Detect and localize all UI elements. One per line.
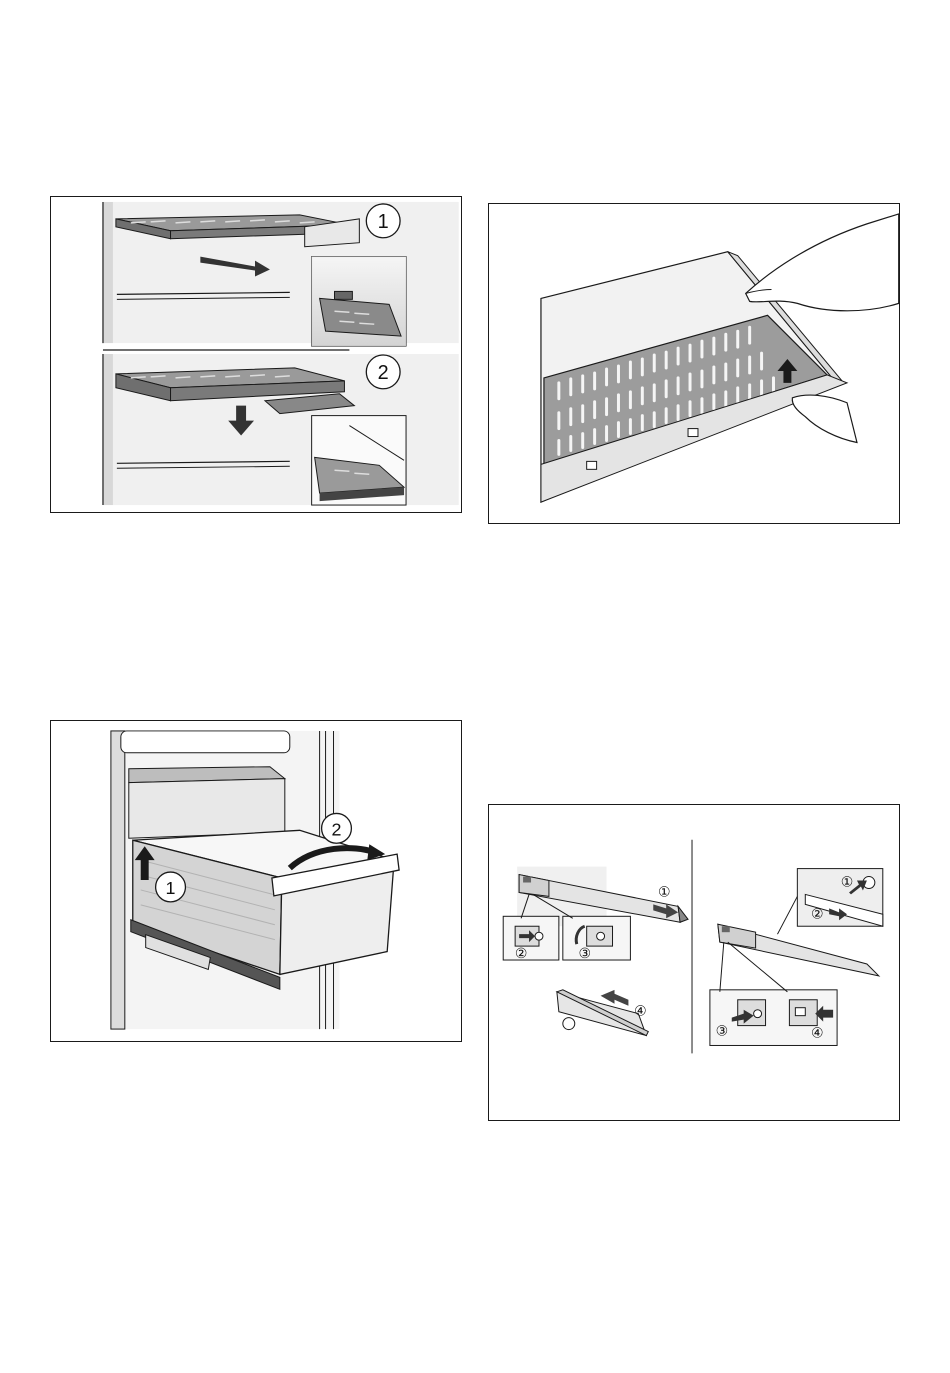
rail-left-step-3: ③ bbox=[578, 945, 590, 961]
rail-right-step-3: ③ bbox=[716, 1023, 728, 1039]
rail-left-step-1: ① bbox=[658, 883, 670, 899]
rail-left-step-2: ② bbox=[515, 945, 527, 961]
drawer-removal-figure: 1 2 bbox=[50, 720, 462, 1042]
rail-cover-illustration: ① ② ③ ④ ① ② bbox=[489, 805, 899, 1120]
drawer-step-2-label: 2 bbox=[332, 819, 342, 839]
drawer-removal-illustration: 1 2 bbox=[51, 721, 461, 1041]
rail-cover-figure: ① ② ③ ④ ① ② bbox=[488, 804, 900, 1121]
shelf-removal-illustration: 1 2 bbox=[51, 197, 461, 512]
rail-right-step-4: ④ bbox=[811, 1025, 823, 1041]
rail-left-step-4: ④ bbox=[634, 1003, 646, 1019]
filter-tray-illustration bbox=[489, 204, 899, 523]
shelf-step-1-label: 1 bbox=[378, 211, 389, 233]
shelf-step-2-label: 2 bbox=[378, 362, 389, 384]
shelf-removal-figure: 1 2 bbox=[50, 196, 462, 513]
filter-tray-figure bbox=[488, 203, 900, 524]
rail-right-step-1: ① bbox=[841, 873, 853, 889]
rail-right-step-2: ② bbox=[811, 905, 823, 921]
drawer-step-1-label: 1 bbox=[166, 878, 176, 898]
